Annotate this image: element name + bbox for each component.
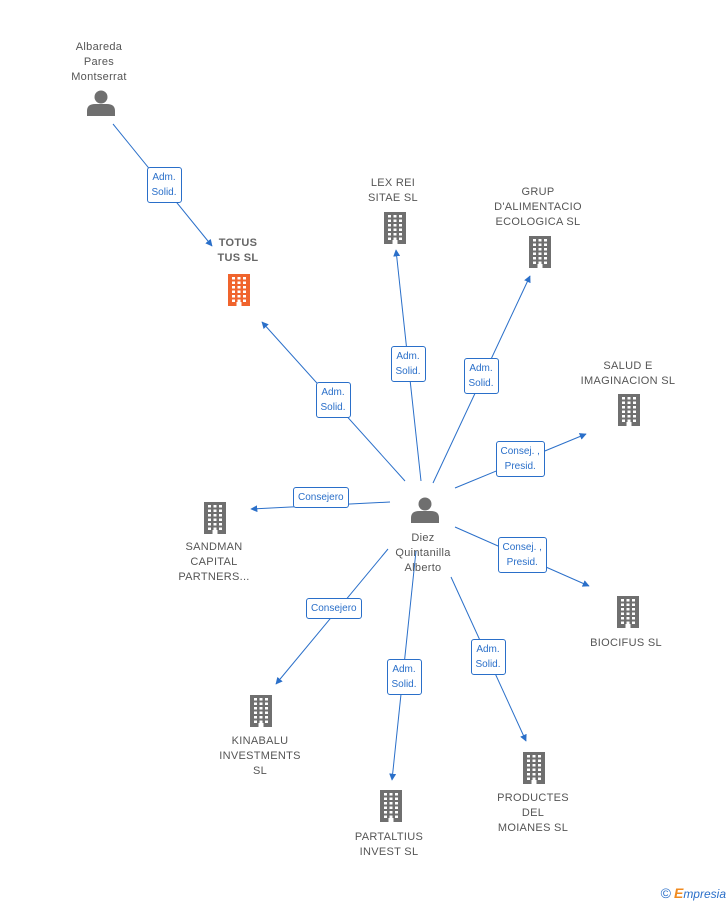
node-label-lexrei[interactable]: LEX REI SITAE SL [368,177,418,204]
node-label-productes[interactable]: PRODUCTES DEL MOIANES SL [497,792,569,834]
building-icon-totus[interactable] [228,274,250,306]
edge-label-biocifus[interactable]: Consej. , Presid. [497,537,547,573]
person-icon-diez[interactable] [411,497,439,524]
node-label-diez[interactable]: Diez Quintanilla Alberto [395,532,451,574]
edge-label-kinabalu[interactable]: Consejero [306,597,362,619]
edge-label-productes[interactable]: Adm. Solid. [470,639,506,675]
building-icon-biocifus[interactable] [617,596,639,628]
node-label-salud[interactable]: SALUD E IMAGINACION SL [580,360,676,387]
copyright-icon: © [660,885,671,901]
building-icon-lexrei[interactable] [384,212,406,244]
brand-name: mpresia [683,887,726,901]
node-label-totus[interactable]: TOTUS TUS SL [217,237,259,264]
node-label-biocifus[interactable]: BIOCIFUS SL [590,637,662,649]
person-icon-albareda[interactable] [87,90,115,117]
building-icon-kinabalu[interactable] [250,695,272,727]
edge-label-lexrei[interactable]: Adm. Solid. [390,346,426,382]
brand-initial: E [673,885,684,901]
building-icon-sandman[interactable] [204,502,226,534]
edge-label-partaltius[interactable]: Adm. Solid. [386,659,422,695]
node-label-sandman[interactable]: SANDMAN CAPITAL PARTNERS... [178,541,250,583]
node-label-partaltius[interactable]: PARTALTIUS INVEST SL [354,831,424,858]
brand-logo: ©Empresia [661,885,726,901]
edge-label-totus[interactable]: Adm. Solid. [315,382,351,418]
edge-label-salud[interactable]: Consej. , Presid. [495,441,545,477]
building-icon-salud[interactable] [618,394,640,426]
node-label-albareda[interactable]: Albareda Pares Montserrat [71,41,127,83]
edge-label-sandman[interactable]: Consejero [293,486,349,508]
building-icon-grup[interactable] [529,236,551,268]
edge-label-totus[interactable]: Adm. Solid. [146,167,182,203]
node-label-kinabalu[interactable]: KINABALU INVESTMENTS SL [219,735,301,777]
edge-label-grup[interactable]: Adm. Solid. [463,358,499,394]
building-icon-partaltius[interactable] [380,790,402,822]
node-label-grup[interactable]: GRUP D'ALIMENTACIO ECOLOGICA SL [494,186,582,228]
building-icon-productes[interactable] [523,752,545,784]
